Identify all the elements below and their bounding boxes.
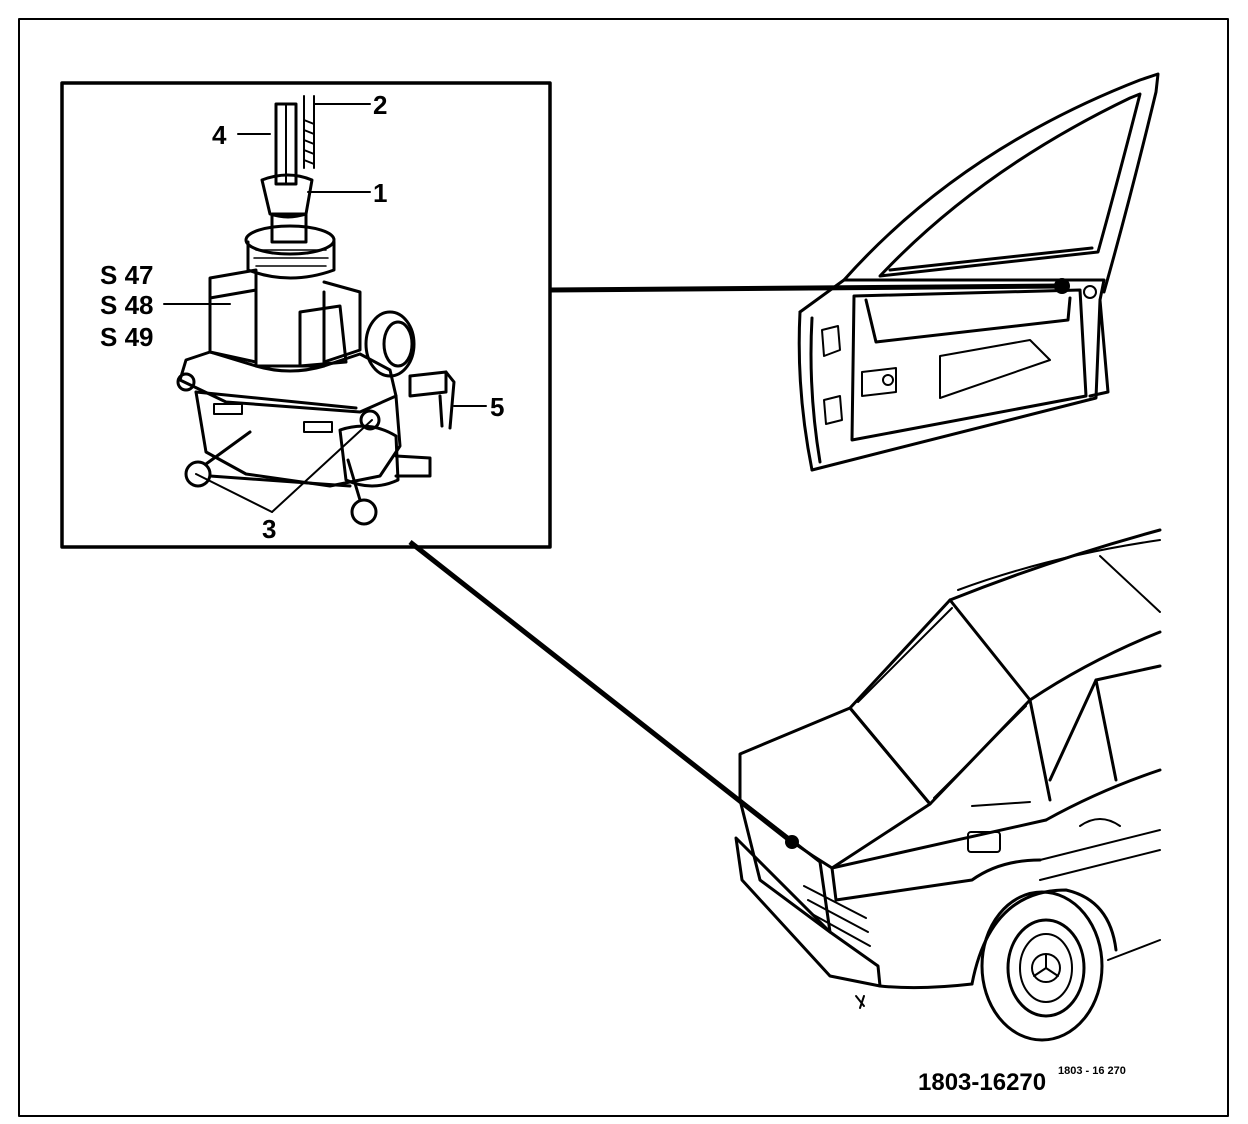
front-door-drawing [797, 72, 1160, 472]
part-label-2: 2 [373, 90, 387, 120]
switch-label-s47: S 47 [100, 260, 154, 290]
trunk-lock-location-marker [785, 835, 799, 849]
switch-label-s48: S 48 [100, 290, 154, 320]
car-rear-drawing [734, 528, 1162, 1042]
part-label-5: 5 [490, 392, 504, 422]
figure-reference-small: 1803 - 16 270 [1058, 1065, 1126, 1077]
door-lock-location-marker [1054, 278, 1070, 294]
part-label-1: 1 [373, 178, 387, 208]
part-label-3: 3 [262, 514, 276, 544]
door-lock-switch-drawing [176, 95, 456, 526]
switch-label-s49: S 49 [100, 322, 154, 352]
leader-lines [163, 103, 487, 513]
figure-reference: 1803-16270 [918, 1069, 1046, 1096]
callout-lines [408, 283, 1063, 844]
outer-frame [18, 18, 1229, 1117]
inset-frame [60, 81, 552, 549]
part-label-4: 4 [212, 120, 227, 150]
detail-inset: 2 4 1 5 3 S 47 S 48 S 49 [60, 81, 552, 549]
